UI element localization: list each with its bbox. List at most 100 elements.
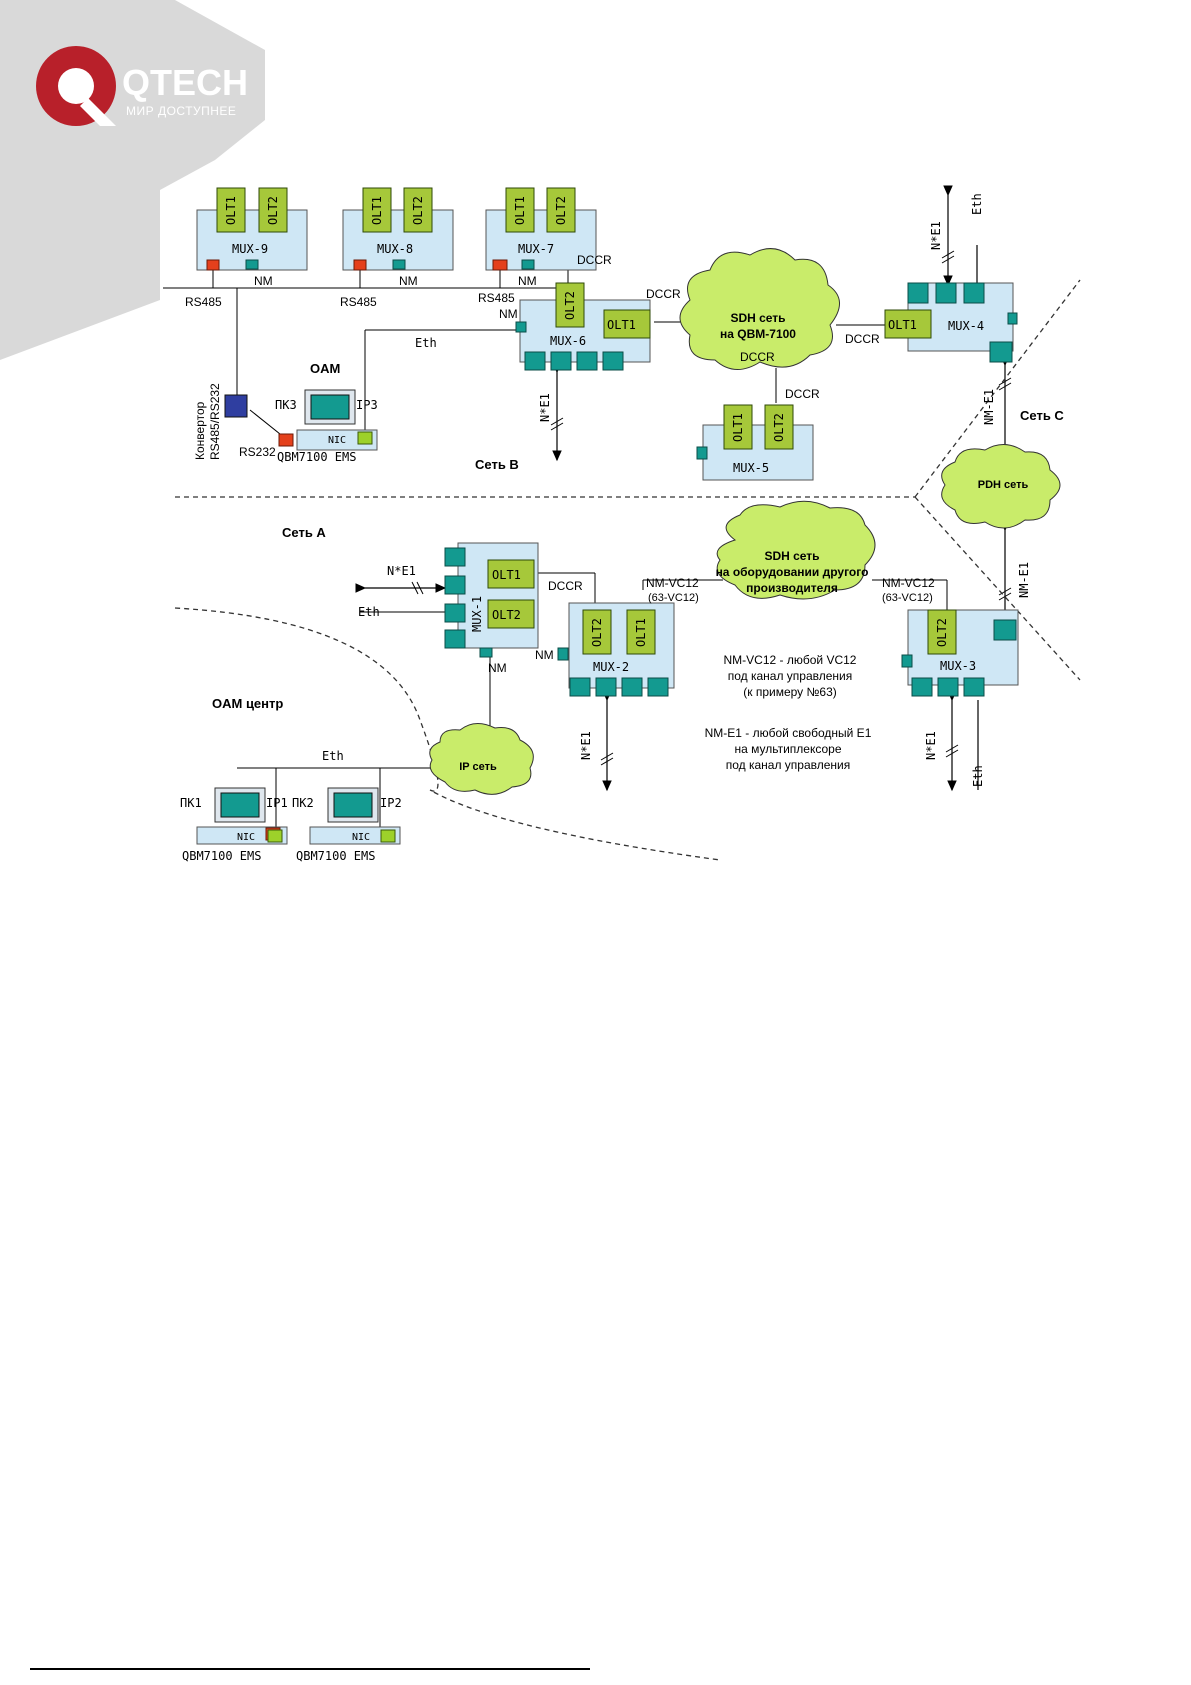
ip2-label: IP2 <box>380 796 402 810</box>
nic-ports <box>267 431 396 843</box>
sdh-main-label: SDH сеть <box>730 311 785 325</box>
nm-label: NM <box>499 307 518 321</box>
footer-rule <box>30 1668 590 1670</box>
dccr-label: DCCR <box>740 350 775 364</box>
olt-label: OLT2 <box>772 413 786 442</box>
ne1-label: N*E1 <box>929 221 943 250</box>
nm-label: NM <box>535 648 554 662</box>
sdh-main-label: на QBM-7100 <box>720 327 796 341</box>
olt-label: OLT2 <box>563 291 577 320</box>
mux1-label: MUX-1 <box>470 596 484 632</box>
ems-label: QBM7100 EMS <box>277 450 356 464</box>
olt-label: OLT2 <box>266 196 280 225</box>
olt-label: OLT2 <box>935 618 949 647</box>
mux5-label: MUX-5 <box>733 461 769 475</box>
network-diagram: MUX-9 MUX-8 MUX-7 MUX-6 MUX-5 MUX-4 MUX-… <box>163 185 1081 863</box>
nm-label: NM <box>488 661 507 675</box>
signal-arrows <box>355 185 1010 792</box>
pc3-label: ПК3 <box>275 398 297 412</box>
olt-label: OLT2 <box>554 196 568 225</box>
ip3-label: IP3 <box>356 398 378 412</box>
olt-label: OLT1 <box>888 318 917 332</box>
teal-ports <box>245 259 1018 697</box>
olt-label: OLT1 <box>370 196 384 225</box>
nic-label: NIC <box>328 435 346 446</box>
network-b-label: Сеть B <box>475 457 519 472</box>
logo-text: QTECH <box>122 62 248 103</box>
ip1-label: IP1 <box>266 796 288 810</box>
ne1-label: N*E1 <box>387 564 416 578</box>
dccr-label: DCCR <box>845 332 880 346</box>
nm-e1-label: NM-E1 <box>982 389 996 425</box>
note-line: под канал управления <box>726 758 851 772</box>
eth-label: Eth <box>322 749 344 763</box>
olt-label: OLT1 <box>731 413 745 442</box>
vc12-label: (63-VC12) <box>648 592 699 604</box>
ne1-label: N*E1 <box>579 731 593 760</box>
oam-label: OAM <box>310 361 340 376</box>
cloud-sdh-main <box>679 248 840 370</box>
olt-label: OLT2 <box>411 196 425 225</box>
note-line: NM-E1 - любой свободный E1 <box>705 726 872 740</box>
olt-label: OLT2 <box>492 608 521 622</box>
mux7-label: MUX-7 <box>518 242 554 256</box>
monitor-icon <box>214 389 379 823</box>
dccr-label: DCCR <box>577 253 612 267</box>
mux8-label: MUX-8 <box>377 242 413 256</box>
olt-label: OLT1 <box>634 618 648 647</box>
nm-label: NM <box>399 274 418 288</box>
converter-label: Конвертор <box>193 401 207 460</box>
network-c-label: Сеть C <box>1020 408 1064 423</box>
ne1-label: N*E1 <box>538 393 552 422</box>
note-line: NM-VC12 - любой VC12 <box>724 653 857 667</box>
mux3-label: MUX-3 <box>940 659 976 673</box>
rs485-label: RS485 <box>478 291 515 305</box>
cloud-ip <box>429 723 534 795</box>
nm-label: NM <box>518 274 537 288</box>
olt-label: OLT1 <box>607 318 636 332</box>
pc2-label: ПК2 <box>292 796 314 810</box>
pdh-label: PDH сеть <box>978 479 1029 491</box>
logo-tagline: МИР ДОСТУПНЕЕ <box>126 104 236 118</box>
rs485-label: RS485 <box>340 295 377 309</box>
mux4-label: MUX-4 <box>948 319 984 333</box>
dccr-label: DCCR <box>785 387 820 401</box>
mux9-label: MUX-9 <box>232 242 268 256</box>
olt-label: OLT1 <box>224 196 238 225</box>
sdh-other-label: SDH сеть <box>764 549 819 563</box>
eth-label: Eth <box>970 193 984 215</box>
pc1-label: ПК1 <box>180 796 202 810</box>
rs232-label: RS232 <box>239 445 276 459</box>
note-line: на мультиплексоре <box>735 742 842 756</box>
oam-center-label: OAM центр <box>212 696 283 711</box>
nm-label: NM <box>254 274 273 288</box>
cloud-pdh <box>941 444 1061 529</box>
sdh-other-label: производителя <box>746 581 838 595</box>
nm-e1-label: NM-E1 <box>1017 562 1031 598</box>
olt-label: OLT1 <box>513 196 527 225</box>
olt-label: OLT2 <box>590 618 604 647</box>
nm-vc12-label: NM-VC12 <box>882 576 935 590</box>
eth-label: Eth <box>971 765 985 787</box>
sdh-other-label: на оборудовании другого <box>716 565 869 579</box>
nic-label: NIC <box>352 832 370 843</box>
ems-label: QBM7100 EMS <box>296 849 375 863</box>
nm-vc12-label: NM-VC12 <box>646 576 699 590</box>
network-a-label: Сеть A <box>282 525 326 540</box>
note-line: (к примеру №63) <box>743 685 836 699</box>
mux2-label: MUX-2 <box>593 660 629 674</box>
nic-label: NIC <box>237 832 255 843</box>
eth-label: Eth <box>358 605 380 619</box>
eth-label: Eth <box>415 336 437 350</box>
mux6-label: MUX-6 <box>550 334 586 348</box>
ip-network-label: IP сеть <box>459 761 497 773</box>
cloud-sdh-other <box>716 500 876 600</box>
vc12-label: (63-VC12) <box>882 592 933 604</box>
dccr-label: DCCR <box>646 287 681 301</box>
ne1-label: N*E1 <box>924 731 938 760</box>
ems-label: QBM7100 EMS <box>182 849 261 863</box>
dccr-label: DCCR <box>548 579 583 593</box>
rs485-label: RS485 <box>185 295 222 309</box>
note-line: под канал управления <box>728 669 853 683</box>
olt-cards <box>216 187 957 655</box>
